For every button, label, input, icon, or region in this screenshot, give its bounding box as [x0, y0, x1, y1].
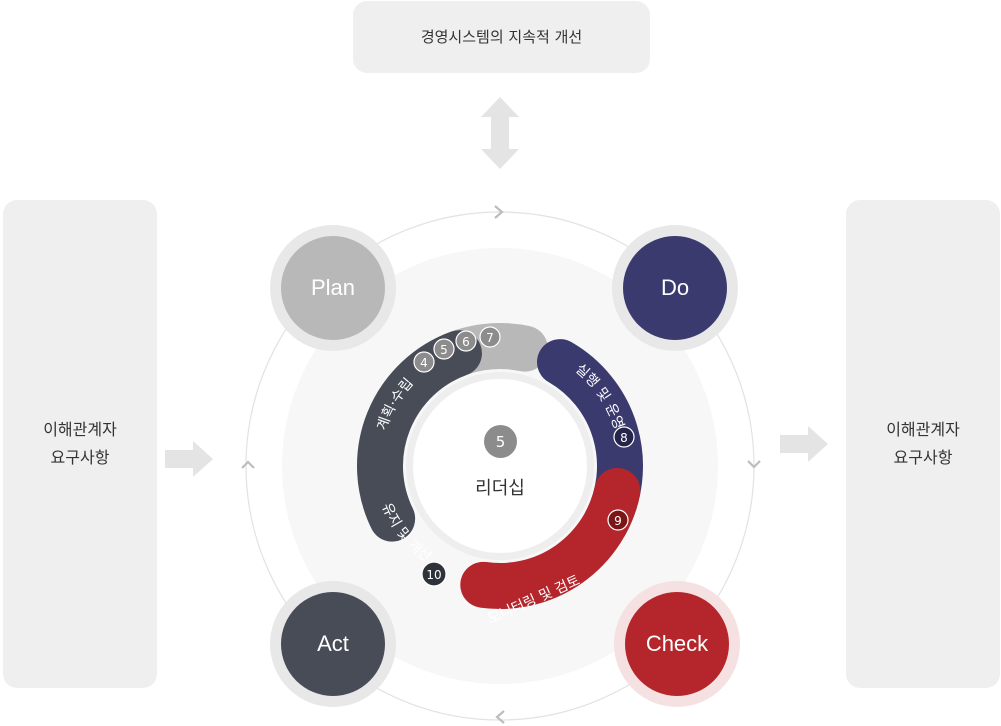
svg-text:8: 8 — [620, 431, 628, 445]
clause-badge: 7 — [479, 326, 501, 348]
clause-badge: 9 — [607, 509, 629, 531]
clause-badge: 8 — [613, 426, 635, 448]
svg-text:10: 10 — [426, 568, 441, 582]
plan-node: Plan — [281, 236, 385, 340]
input-box-line1: 이해관계자 — [43, 420, 117, 439]
svg-text:5: 5 — [440, 343, 448, 357]
clause-badge: 10 — [421, 561, 447, 587]
continual-improvement-label: 경영시스템의 지속적 개선 — [420, 28, 583, 46]
clause-badge: 4 — [413, 351, 435, 373]
input-box-line2: 요구사항 — [50, 448, 110, 467]
chevron-down-icon — [747, 460, 761, 469]
output-box-line1: 이해관계자 — [886, 420, 960, 439]
stakeholder-requirements-input-box: 이해관계자 요구사항 — [3, 200, 157, 688]
leadership-label: 리더십 — [475, 478, 525, 499]
center-disk — [413, 379, 587, 553]
bidirectional-arrow-icon — [481, 97, 519, 169]
act-node: Act — [281, 592, 385, 696]
check-node: Check — [625, 592, 729, 696]
chevron-right-icon — [494, 205, 504, 219]
svg-text:4: 4 — [420, 356, 428, 370]
svg-text:6: 6 — [462, 335, 470, 349]
input-arrow-icon — [165, 441, 213, 477]
chevron-up-icon — [241, 460, 255, 469]
improvement-segment — [357, 330, 482, 542]
stakeholder-requirements-output-box: 이해관계자 요구사항 — [846, 200, 1000, 688]
svg-text:7: 7 — [486, 331, 494, 345]
svg-text:9: 9 — [614, 514, 622, 528]
leadership-clause-badge: 5 — [484, 425, 517, 458]
clause-badge: 5 — [433, 338, 455, 360]
do-node: Do — [623, 236, 727, 340]
output-box-line2: 요구사항 — [893, 448, 953, 467]
output-arrow-icon — [780, 426, 828, 462]
clause-badge: 6 — [455, 330, 477, 352]
continual-improvement-box: 경영시스템의 지속적 개선 — [353, 1, 650, 73]
chevron-left-icon — [495, 710, 505, 724]
